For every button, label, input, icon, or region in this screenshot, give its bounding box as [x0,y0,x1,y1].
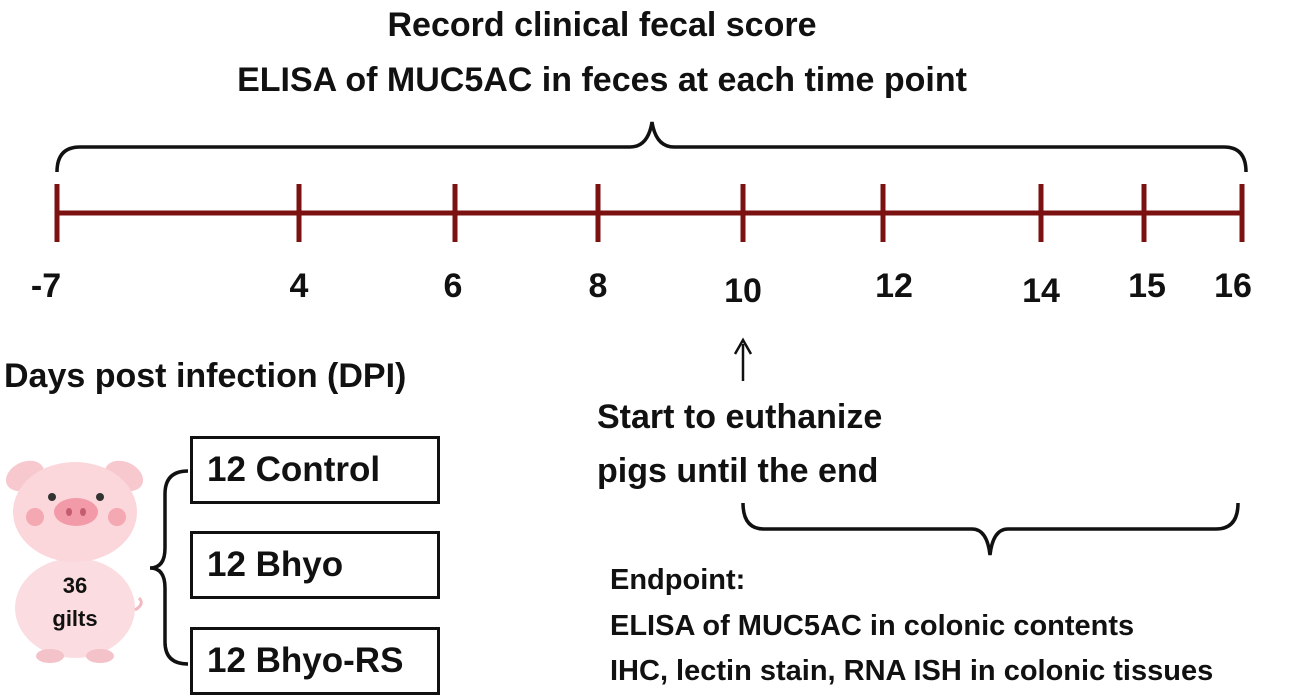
timeline-tick-label: 8 [589,267,608,305]
pig-label-gilts: gilts [52,606,97,631]
group-label-control: 12 Control [207,450,381,489]
endpoint-line-1: ELISA of MUC5AC in colonic contents [610,610,1134,642]
header-line-1: Record clinical fecal score [388,6,817,44]
annotation-line-1: Start to euthanize [597,398,882,436]
group-box-bhyo: 12 Bhyo [190,531,440,599]
pig-icon [5,460,144,663]
endpoint-title: Endpoint: [610,564,745,596]
timeline: -7 4 6 8 10 12 14 15 16 [31,184,1252,310]
timeline-tick-label: -7 [31,267,61,305]
timeline-tick-label: 10 [724,272,762,310]
groups-brace [149,469,189,666]
timeline-ticks [54,184,1245,242]
timeline-tick-label: 4 [290,267,309,305]
timeline-tick-label: 15 [1128,267,1166,305]
group-label-bhyo-rs: 12 Bhyo-RS [207,641,404,680]
annotation-line-2: pigs until the end [597,452,878,490]
timeline-tick-label: 12 [875,267,913,305]
endpoint-brace [741,502,1240,556]
timeline-tick-label: 16 [1214,267,1252,305]
endpoint-line-2: IHC, lectin stain, RNA ISH in colonic ti… [610,655,1213,687]
group-box-control: 12 Control [190,436,440,504]
header-line-2: ELISA of MUC5AC in feces at each time po… [237,61,967,99]
group-box-bhyo-rs: 12 Bhyo-RS [190,627,440,695]
axis-label: Days post infection (DPI) [4,357,406,395]
up-arrow-icon [733,337,753,381]
top-brace [55,121,1248,173]
group-label-bhyo: 12 Bhyo [207,545,344,584]
timeline-tick-label: 6 [444,267,463,305]
timeline-tick-label: 14 [1022,272,1060,310]
pig-label-count: 36 [63,573,87,598]
timeline-tick-labels: -7 4 6 8 10 12 14 15 16 [31,267,1252,310]
